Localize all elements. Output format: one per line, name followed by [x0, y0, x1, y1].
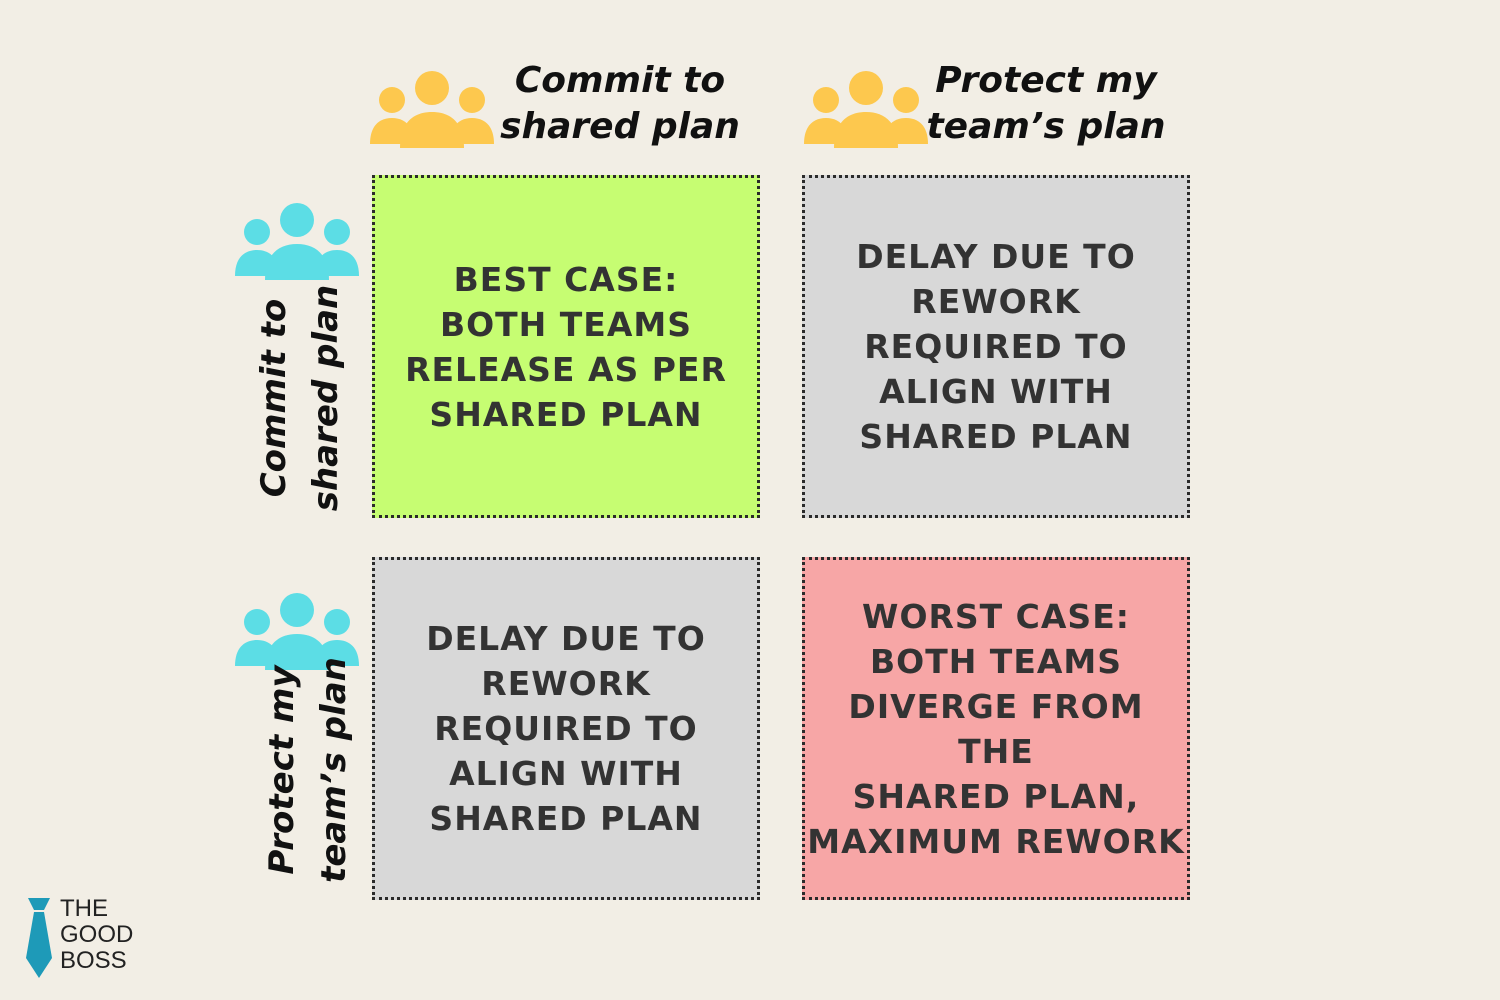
people-group-icon	[235, 593, 359, 670]
cell-delay-bottom-left: DELAY DUE TO REWORK REQUIRED TO ALIGN WI…	[372, 557, 760, 900]
column-label-protect: Protect my team’s plan	[926, 60, 1166, 147]
row-header-protect: Protect my team’s plan	[225, 592, 365, 892]
people-group-icon	[370, 71, 494, 148]
cell-delay-bottom-left-text: DELAY DUE TO REWORK REQUIRED TO ALIGN WI…	[426, 619, 706, 838]
column-label-commit: Commit to shared plan	[500, 60, 740, 147]
logo: THE GOOD BOSS	[22, 896, 172, 980]
cell-worst-case: WORST CASE: BOTH TEAMS DIVERGE FROM THE …	[802, 557, 1190, 900]
column-header-protect: Protect my team’s plan	[804, 58, 1204, 158]
row-label-commit: Commit to shared plan	[254, 284, 346, 512]
people-group-icon	[804, 71, 928, 148]
necktie-icon	[26, 898, 52, 978]
cell-delay-top-right-text: DELAY DUE TO REWORK REQUIRED TO ALIGN WI…	[856, 237, 1136, 456]
logo-text: THE GOOD BOSS	[60, 895, 134, 974]
cell-worst-case-text: WORST CASE: BOTH TEAMS DIVERGE FROM THE …	[807, 596, 1185, 861]
people-group-icon	[235, 203, 359, 280]
row-label-protect: Protect my team’s plan	[262, 657, 354, 883]
cell-best-case: BEST CASE: BOTH TEAMS RELEASE AS PER SHA…	[372, 175, 760, 518]
cell-best-case-text: BEST CASE: BOTH TEAMS RELEASE AS PER SHA…	[405, 259, 727, 434]
cell-delay-top-right: DELAY DUE TO REWORK REQUIRED TO ALIGN WI…	[802, 175, 1190, 518]
row-header-commit: Commit to shared plan	[225, 200, 365, 520]
column-header-commit: Commit to shared plan	[370, 58, 770, 158]
